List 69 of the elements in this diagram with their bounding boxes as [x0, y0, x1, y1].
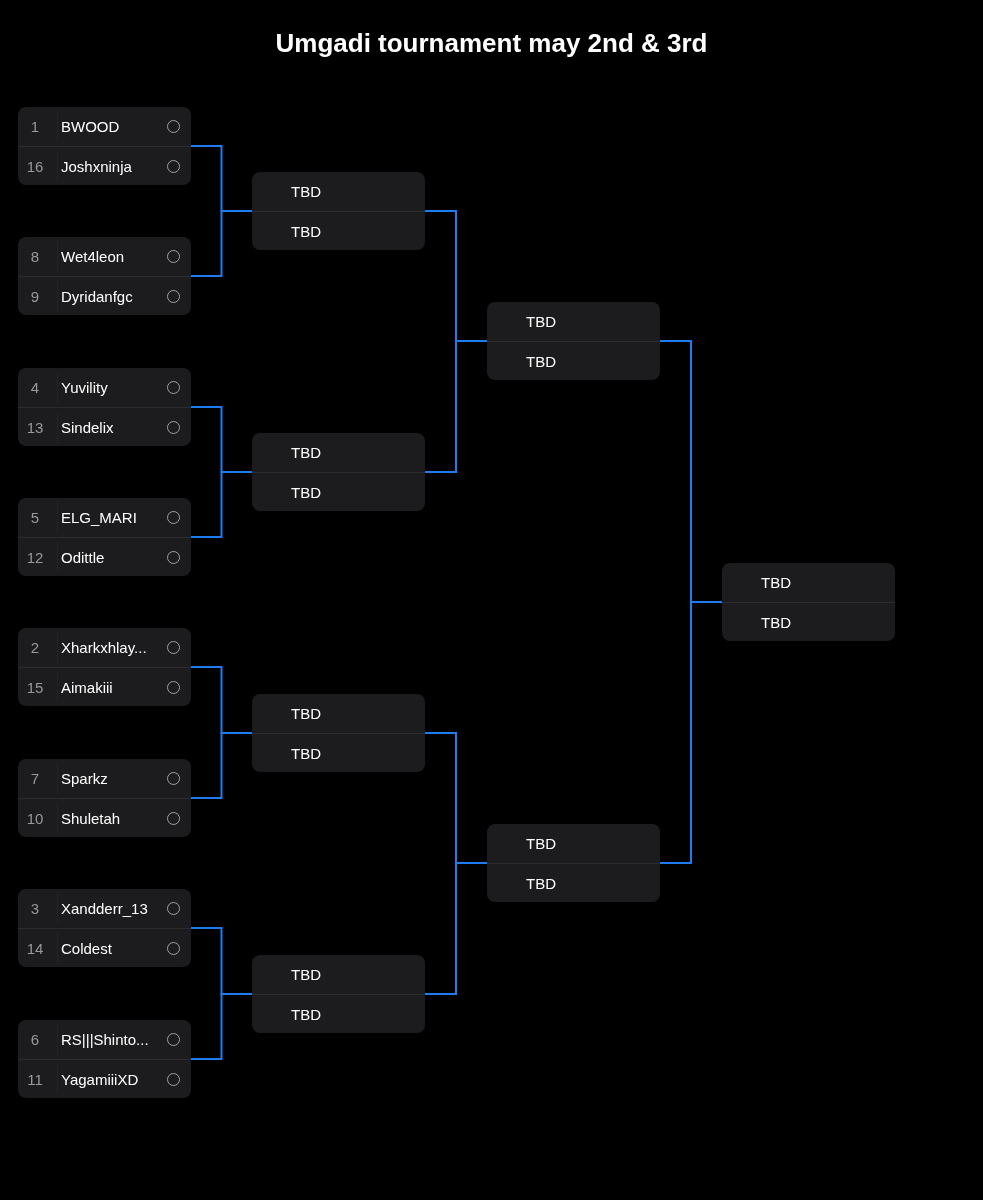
player-name: Wet4leon	[61, 248, 126, 265]
player-name: TBD	[291, 966, 321, 983]
player-name: TBD	[526, 874, 556, 892]
player-name: TBD	[291, 444, 321, 461]
bracket-connector	[424, 340, 488, 473]
match-card	[487, 302, 660, 380]
seed-number: 11	[26, 1070, 44, 1088]
player-name: Aimakiii	[61, 678, 114, 696]
seed-number: 13	[25, 418, 45, 436]
match-card	[18, 889, 191, 967]
seed-number: 16	[25, 157, 45, 175]
player-name: Coldest	[61, 939, 113, 957]
player-name: Shuletah	[61, 809, 122, 827]
match-card	[18, 628, 191, 706]
match-card	[487, 824, 660, 902]
player-name: TBD	[526, 835, 556, 852]
seed-number: 5	[29, 509, 41, 526]
player-name: Xandderr_13	[61, 900, 149, 917]
match-card	[18, 107, 191, 185]
match-card	[18, 759, 191, 837]
match-card	[252, 172, 425, 250]
player-name: RS|||Shinto...	[61, 1031, 150, 1048]
match-card	[18, 368, 191, 446]
seed-number: 9	[29, 287, 41, 305]
player-name: Joshxninja	[61, 157, 133, 175]
player-name: TBD	[291, 744, 321, 762]
player-name: TBD	[291, 705, 321, 722]
seed-number: 1	[29, 118, 41, 135]
player-name: TBD	[291, 1005, 321, 1023]
player-name: BWOOD	[61, 118, 121, 135]
seed-number: 12	[25, 548, 45, 566]
bracket-connector	[424, 862, 488, 995]
player-name: ELG_MARI	[61, 509, 138, 526]
match-card	[252, 955, 425, 1033]
seed-number: 8	[29, 248, 41, 265]
match-card	[18, 498, 191, 576]
seed-number: 14	[25, 939, 45, 957]
seed-number: 2	[29, 639, 41, 656]
seed-number: 6	[29, 1031, 41, 1048]
player-name: YagamiiiXD	[61, 1070, 140, 1088]
bracket-connector	[190, 210, 253, 277]
player-name: TBD	[291, 483, 321, 501]
title: Umgadi tournament may 2nd & 3rd	[274, 28, 709, 59]
player-name: TBD	[761, 574, 791, 591]
bracket-connector	[190, 471, 253, 538]
match-card	[18, 1020, 191, 1098]
player-name: Sindelix	[61, 418, 115, 436]
seed-number: 10	[25, 809, 45, 827]
match-card	[252, 694, 425, 772]
player-name: TBD	[291, 183, 321, 200]
seed-number: 3	[29, 900, 41, 917]
player-name: Yuvility	[61, 379, 109, 396]
seed-number: 4	[29, 379, 41, 396]
player-name: Dyridanfgc	[61, 287, 134, 305]
bracket-connector	[190, 993, 253, 1060]
seed-number: 7	[29, 770, 41, 787]
player-name: Sparkz	[61, 770, 109, 787]
seed-number: 15	[25, 678, 45, 696]
player-name: TBD	[526, 352, 556, 370]
player-name: TBD	[761, 613, 791, 631]
bracket-connector	[659, 601, 723, 864]
bracket-connector	[190, 732, 253, 799]
player-name: Xharkxhlay...	[61, 639, 148, 656]
player-name: Odittle	[61, 548, 106, 566]
match-card	[252, 433, 425, 511]
match-card	[18, 237, 191, 315]
player-name: TBD	[291, 222, 321, 240]
match-card	[722, 563, 895, 641]
player-name: TBD	[526, 313, 556, 330]
